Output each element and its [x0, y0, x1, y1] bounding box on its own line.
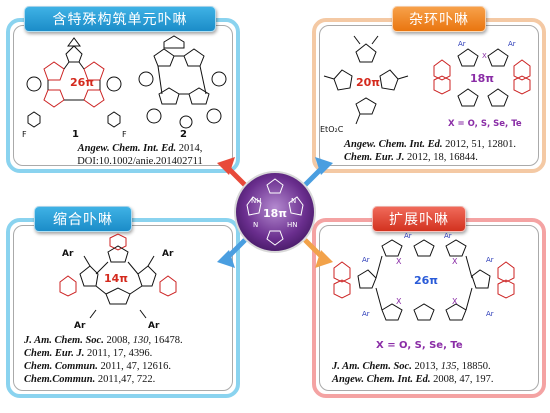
center-n-label-1: N [291, 197, 296, 205]
reference-heterocyclic: Angew. Chem. Int. Ed. 2012, 51, 12801. C… [344, 139, 517, 163]
ar-br-2: Ar [486, 256, 494, 264]
ar-br-1: Ar [362, 256, 370, 264]
ref-doi: DOI:10.1002/anie.201402711 [77, 156, 203, 167]
structure-special-porphyrins: 26π F F 1 2 [22, 35, 227, 140]
reference-fused: J. Am. Chem. Soc. 2008, 130, 16478. Chem… [24, 335, 183, 385]
arrows [217, 157, 333, 268]
ester-label: EtO₂C [320, 125, 344, 134]
pi-label-18-hetero: 18π [470, 72, 494, 85]
pi-label-20: 20π [356, 76, 380, 89]
center-n-label-2: N [253, 221, 258, 229]
ar-br-4: Ar [486, 310, 494, 318]
hetero-x-3: X [396, 297, 402, 306]
ar-br-3: Ar [362, 310, 370, 318]
ar-label-tr: Ar [162, 249, 174, 259]
structure-fused-porphyrin: 14π Ar Ar Ar Ar [59, 233, 177, 331]
fluoro-label-left: F [22, 130, 27, 139]
title-special-units: 含特殊构筑单元卟啉 [24, 6, 216, 32]
ref-journal: Angew. Chem. Int. Ed. [77, 143, 177, 154]
compound-label-2: 2 [180, 129, 187, 140]
fluoro-label-right: F [122, 130, 127, 139]
title-fused: 缩合卟啉 [34, 206, 132, 232]
ar-label-top: Ar [458, 40, 466, 48]
reference-expanded: J. Am. Chem. Soc. 2013, 135, 18850. Ange… [332, 361, 494, 385]
title-expanded: 扩展卟啉 [372, 206, 466, 232]
panel-expanded [312, 218, 546, 398]
structure-heterocyclic-porphyrins: 20π 18π EtO₂C Ar Ar X X = O, S, Se, Te [320, 35, 531, 134]
hetero-atoms-note: X = O, S, Se, Te [448, 119, 522, 129]
hetero-x-4: X [452, 297, 458, 306]
ar-label-top-right: Ar [508, 40, 516, 48]
title-heterocyclic: 杂环卟啉 [392, 6, 486, 32]
pi-label-26-expanded: 26π [414, 274, 438, 287]
pi-label-26: 26π [70, 76, 94, 89]
ar-br-6: Ar [444, 232, 452, 240]
ar-label-bl: Ar [74, 321, 86, 331]
center-pi-label: 18π [263, 207, 287, 220]
panel-special-units [6, 18, 240, 173]
reference-special-units: Angew. Chem. Int. Ed. 2014, DOI:10.1002/… [60, 142, 220, 168]
ar-label-br: Ar [148, 321, 160, 331]
ref-year: 2014, [176, 143, 203, 154]
hetero-x-1: X [396, 257, 402, 266]
ar-br-5: Ar [404, 232, 412, 240]
pi-label-14: 14π [104, 272, 128, 285]
structure-expanded-porphyrin: 26π X X X X Ar Ar Ar Ar Ar Ar X = O, S, … [333, 232, 515, 351]
center-hn-label: HN [287, 221, 298, 229]
ar-label-tl: Ar [62, 249, 74, 259]
panel-fused [6, 218, 240, 398]
center-circle [234, 171, 316, 253]
hetero-atoms-note-expanded: X = O, S, Se, Te [376, 340, 463, 351]
center-nh-label: NH [251, 197, 262, 205]
hetero-x-label: X [482, 52, 487, 60]
hetero-x-2: X [452, 257, 458, 266]
center-porphyrin-core: 18π NH HN N N [217, 157, 333, 268]
compound-label-1: 1 [72, 129, 79, 140]
